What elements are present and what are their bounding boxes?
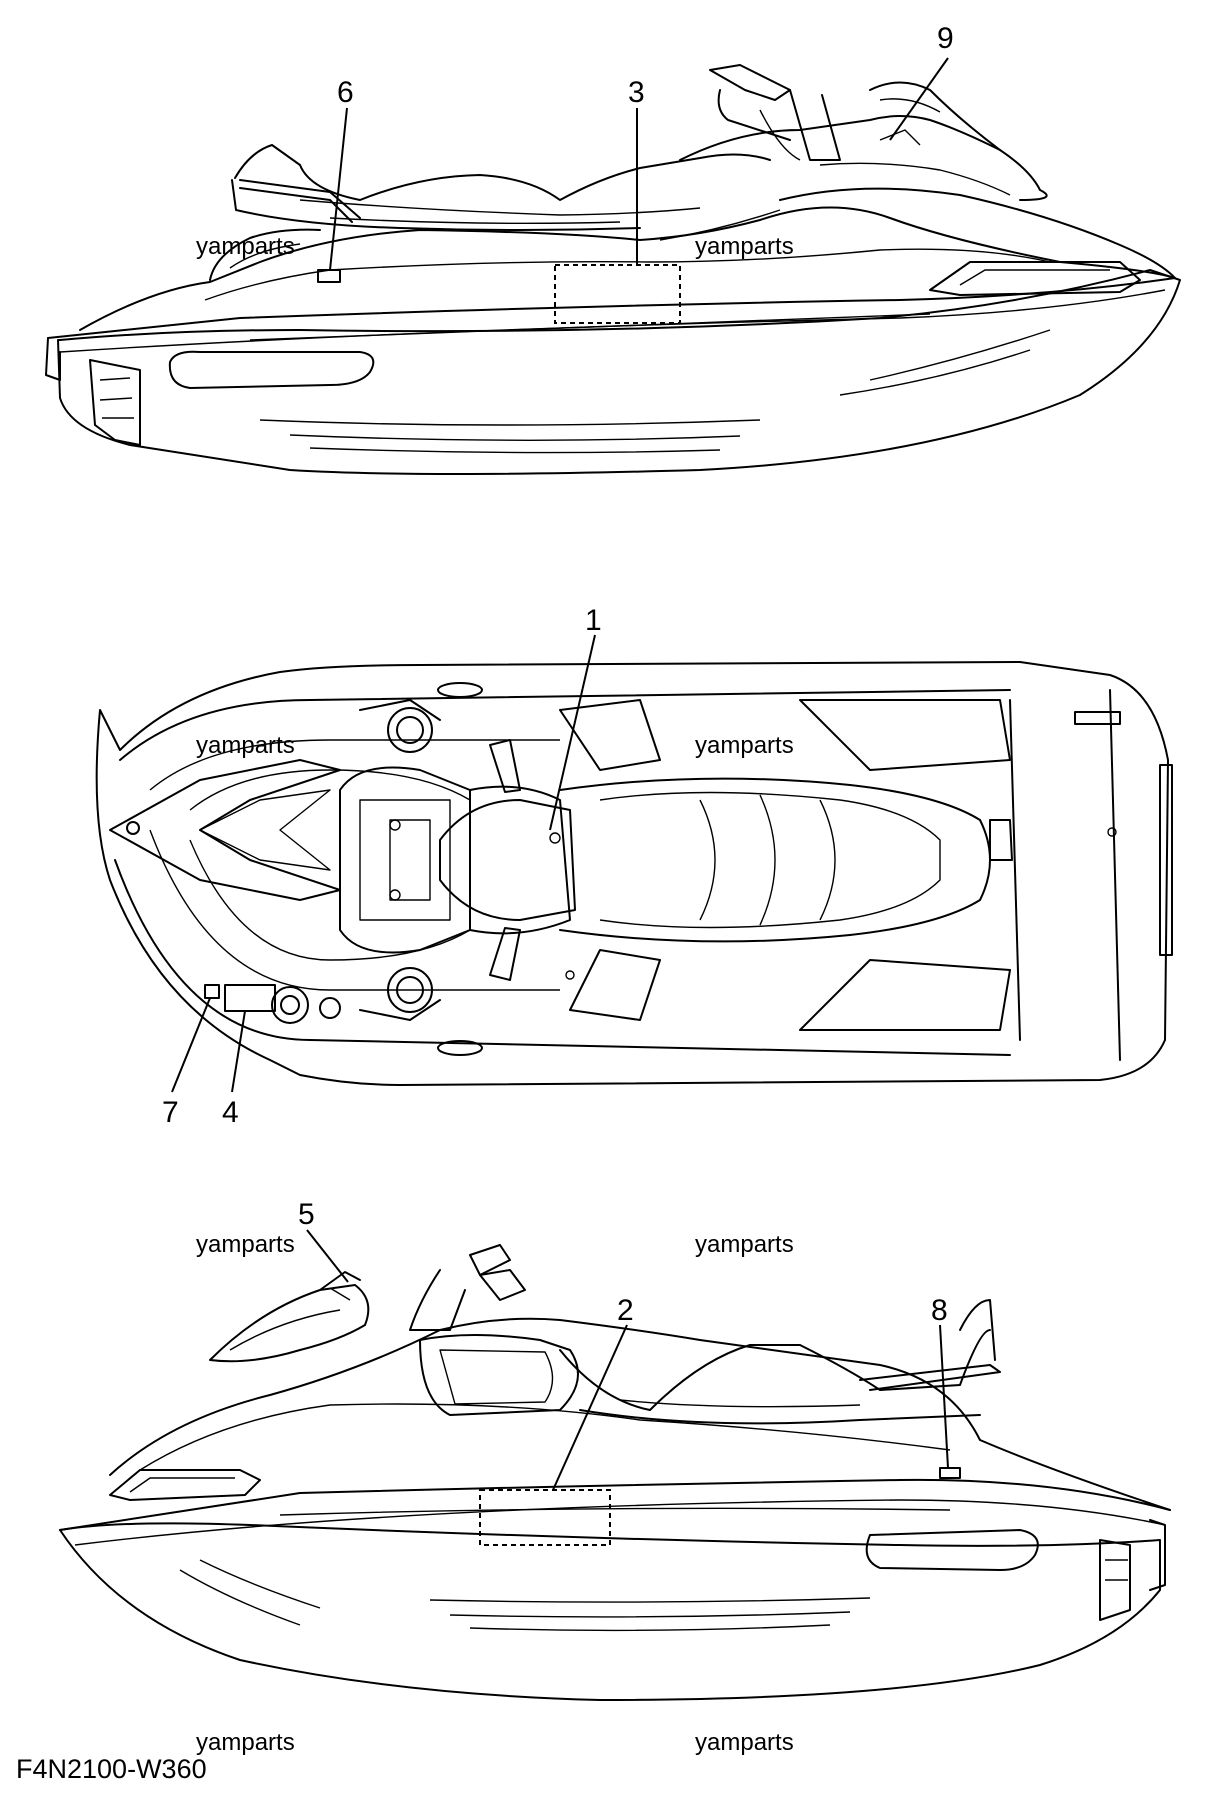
callout-labels: 6 3 9 1 7 4 5 2 8 [162,22,954,1327]
side-view-left [45,64,1181,475]
decal-6-plate [317,269,341,283]
leader-lines [171,57,949,1491]
decal-3-area [554,264,681,324]
bow-eye [126,821,140,835]
side-view-right [59,1244,1171,1701]
decal-8-plate [939,1467,961,1479]
fuel-cap [271,986,309,1024]
stern-step [1159,764,1173,956]
callout-7: 7 [162,1096,179,1129]
watermark: yamparts [695,1729,794,1756]
mirror-left [387,707,433,753]
cleat-left [437,682,483,698]
callout-3: 3 [628,76,645,109]
watermarks: yamparts yamparts yamparts yamparts yamp… [196,233,794,1756]
cleat-right [437,1040,483,1056]
decal-7-plate [204,984,220,999]
watermark: yamparts [196,1231,295,1258]
diagram-code: F4N2100-W360 [16,1754,207,1784]
callout-8: 8 [931,1294,948,1327]
decal-2-area [479,1489,611,1546]
watermark: yamparts [196,1729,295,1756]
callout-1: 1 [585,604,602,637]
watermark: yamparts [695,1231,794,1258]
callout-6: 6 [337,76,354,109]
callout-9: 9 [937,22,954,55]
mirror-right [387,967,433,1013]
callout-5: 5 [298,1198,315,1231]
callout-2: 2 [617,1294,634,1327]
watermark: yamparts [196,732,295,759]
watermark: yamparts [695,233,794,260]
watermark: yamparts [196,233,295,260]
stern-plate [1074,711,1121,725]
watermark: yamparts [695,732,794,759]
callout-4: 4 [222,1096,239,1129]
top-view [95,661,1173,1086]
decal-4-plate [224,984,276,1012]
